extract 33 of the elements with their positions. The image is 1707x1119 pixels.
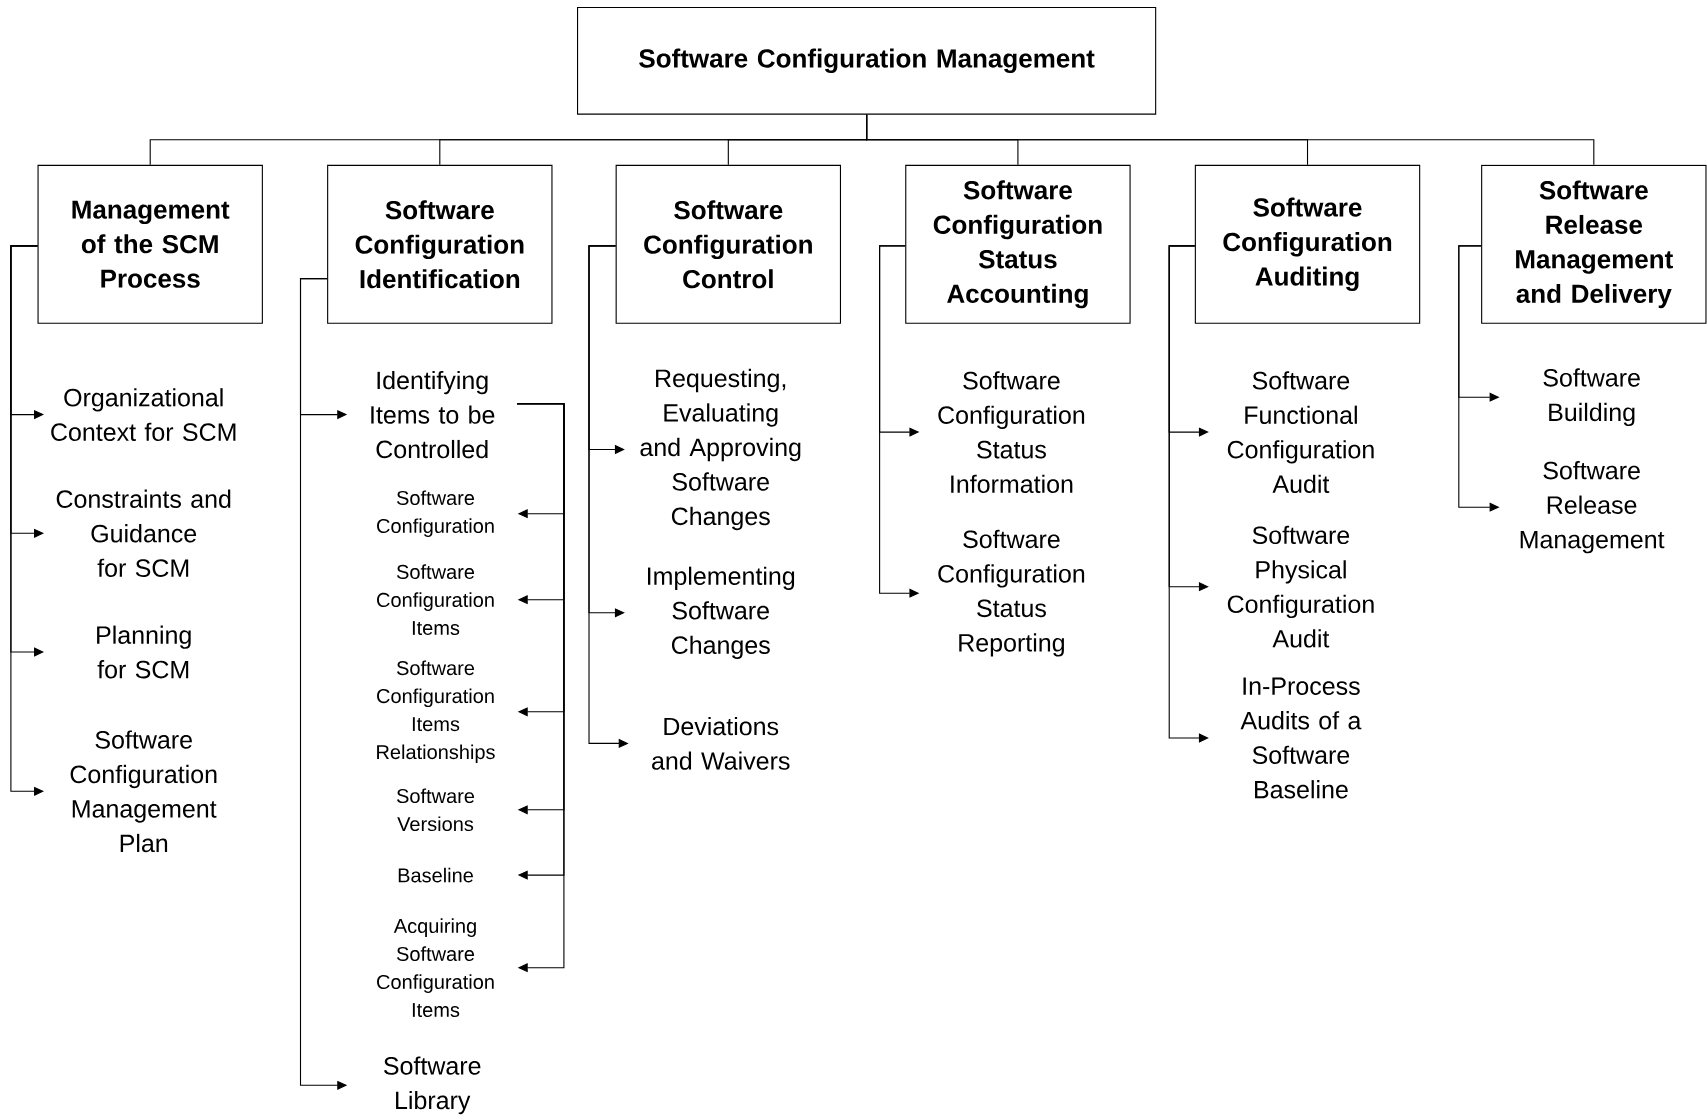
topic-box: Software Configuration Control	[615, 164, 841, 324]
arrow	[10, 245, 44, 796]
topic-text: Software Functional Configuration Audit	[1227, 371, 1374, 493]
subtopic-text: Acquiring Software Configuration Items	[377, 918, 494, 1018]
topic-text: Deviations and Waivers	[652, 716, 790, 770]
subtopic-text: Baseline	[398, 867, 473, 883]
title-box: Software Configuration Management	[577, 6, 1157, 115]
topic-text: Implementing Software Changes	[648, 566, 795, 659]
subtopic-text: Software Versions	[396, 788, 475, 832]
topic-text: Identifying Items to be Controlled	[371, 370, 495, 459]
topic-text: Software Configuration Management Plan	[70, 730, 217, 853]
topic-box: Software Configuration Auditing	[1194, 164, 1421, 324]
topic-text: Constraints and Guidance for SCM	[56, 489, 231, 577]
topic-box: Software Configuration Identification	[327, 164, 553, 324]
topic-text: Software Physical Configuration Audit	[1227, 525, 1374, 648]
topic-text: Software Configuration Status Information	[938, 371, 1085, 493]
topic-text: Software Release Management	[1520, 461, 1665, 554]
topic-box: Software Release Management and Delivery	[1481, 164, 1707, 324]
connector-line	[866, 114, 1595, 166]
topic-text: Software Library	[384, 1056, 481, 1115]
topic-box: Software Configuration Status Accounting	[905, 164, 1131, 324]
arrow	[1168, 245, 1209, 743]
subtopic-text: Software Configuration	[377, 490, 494, 537]
topic-box: Management of the SCM Process	[37, 164, 263, 324]
topic-text: Organizational Context for SCM	[51, 388, 236, 442]
topic-text: Requesting, Evaluating and Approving Software Changes	[640, 368, 801, 531]
topic-text: Software Configuration Status Reporting	[938, 529, 1085, 657]
arrow	[516, 403, 565, 973]
subtopic-text: Software Configuration Items	[377, 564, 494, 635]
topic-text: Planning for SCM	[97, 625, 191, 679]
subtopic-text: Software Configuration Items Relationships	[377, 660, 495, 764]
topic-text: Software Building	[1543, 368, 1640, 427]
topic-text: In-Process Audits of a Software Baseline	[1240, 677, 1362, 799]
